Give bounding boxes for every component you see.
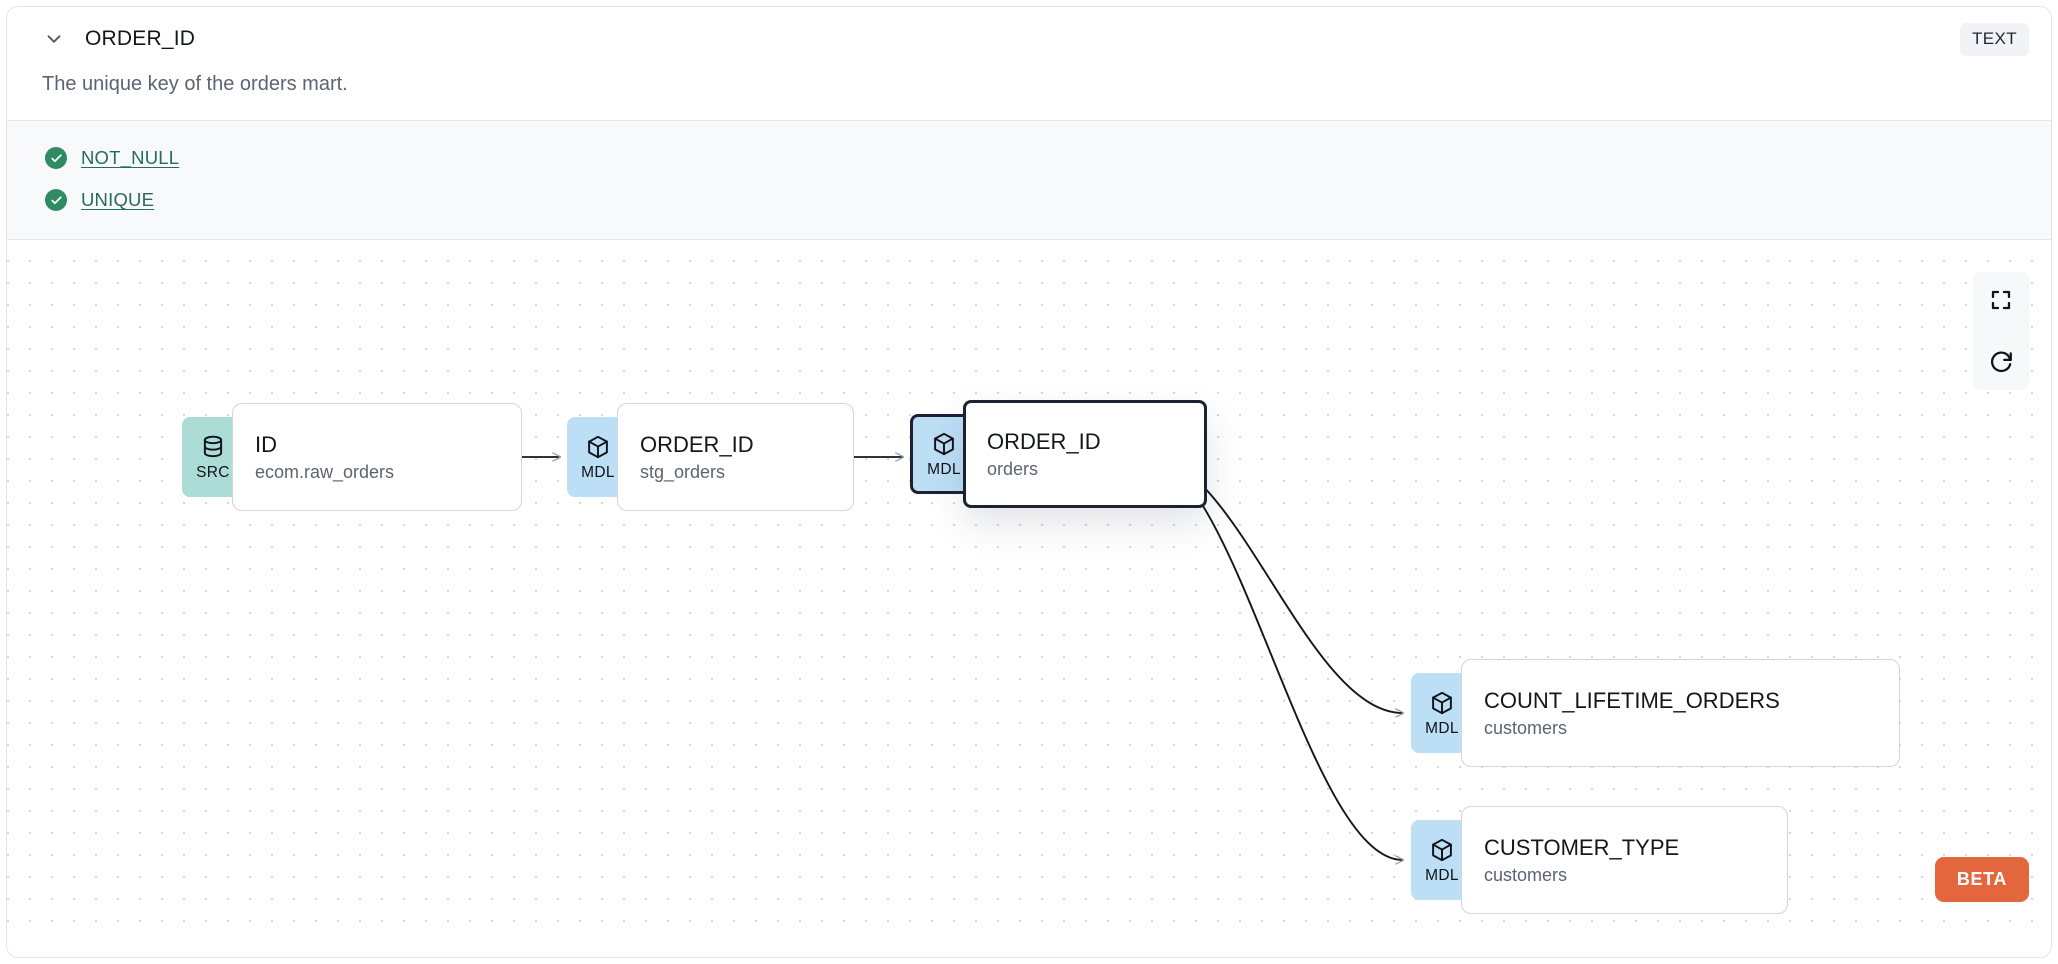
cube-icon	[1432, 691, 1452, 714]
node-table-name: orders	[987, 459, 1039, 480]
check-circle-icon	[45, 147, 67, 169]
lineage-node[interactable]: MDL ORDER_ID stg_orders	[567, 403, 854, 511]
lineage-node[interactable]: SRC ID ecom.raw_orders	[182, 403, 522, 511]
node-table-name: customers	[1484, 718, 1568, 739]
fullscreen-icon	[1991, 290, 2011, 310]
fit-view-button[interactable]	[1973, 272, 2029, 328]
check-circle-icon	[45, 189, 67, 211]
node-badge-label: MDL	[1425, 719, 1459, 737]
node-table-name: stg_orders	[640, 462, 726, 483]
node-body[interactable]: ORDER_ID orders	[963, 400, 1207, 508]
panel-card: ORDER_ID TEXT The unique key of the orde…	[6, 6, 2052, 958]
cube-icon	[934, 432, 954, 455]
database-icon	[203, 435, 223, 457]
edge-n3-n5	[1144, 455, 1403, 860]
node-table-name: customers	[1484, 865, 1568, 886]
node-column-name: ORDER_ID	[640, 431, 754, 457]
lineage-node[interactable]: MDL CUSTOMER_TYPE customers	[1411, 806, 1788, 914]
test-link-unique[interactable]: UNIQUE	[81, 189, 155, 210]
node-column-name: COUNT_LIFETIME_ORDERS	[1484, 687, 1780, 713]
test-row: UNIQUE	[7, 179, 2051, 221]
panel-header: ORDER_ID TEXT	[7, 7, 2051, 71]
column-description: The unique key of the orders mart.	[7, 71, 2051, 120]
cube-icon	[588, 435, 608, 458]
node-body[interactable]: ID ecom.raw_orders	[232, 403, 522, 511]
node-badge-label: MDL	[581, 463, 615, 481]
node-badge-label: MDL	[1425, 866, 1459, 884]
node-body[interactable]: CUSTOMER_TYPE customers	[1461, 806, 1788, 914]
test-link-not-null[interactable]: NOT_NULL	[81, 147, 180, 168]
lineage-node[interactable]: MDL COUNT_LIFETIME_ORDERS customers	[1411, 659, 1900, 767]
node-badge-label: MDL	[927, 460, 961, 478]
node-body[interactable]: ORDER_ID stg_orders	[617, 403, 854, 511]
node-column-name: ID	[255, 431, 277, 457]
node-column-name: ORDER_ID	[987, 428, 1101, 454]
lineage-node-selected[interactable]: MDL ORDER_ID orders	[910, 400, 1207, 508]
tests-section: NOT_NULL UNIQUE	[7, 120, 2051, 240]
node-body[interactable]: COUNT_LIFETIME_ORDERS customers	[1461, 659, 1900, 767]
graph-controls	[1973, 272, 2029, 390]
beta-badge[interactable]: BETA	[1934, 857, 2029, 902]
reset-button[interactable]	[1973, 334, 2029, 390]
node-column-name: CUSTOMER_TYPE	[1484, 834, 1680, 860]
node-badge-label: SRC	[196, 463, 230, 481]
lineage-graph-canvas[interactable]: SRC ID ecom.raw_orders MDL	[7, 240, 2051, 930]
test-row: NOT_NULL	[7, 137, 2051, 179]
page-title: ORDER_ID	[85, 27, 196, 50]
chevron-down-icon[interactable]	[37, 22, 71, 56]
refresh-icon	[1990, 351, 2012, 373]
cube-icon	[1432, 838, 1452, 861]
data-type-badge: TEXT	[1959, 22, 2029, 56]
node-table-name: ecom.raw_orders	[255, 462, 395, 483]
